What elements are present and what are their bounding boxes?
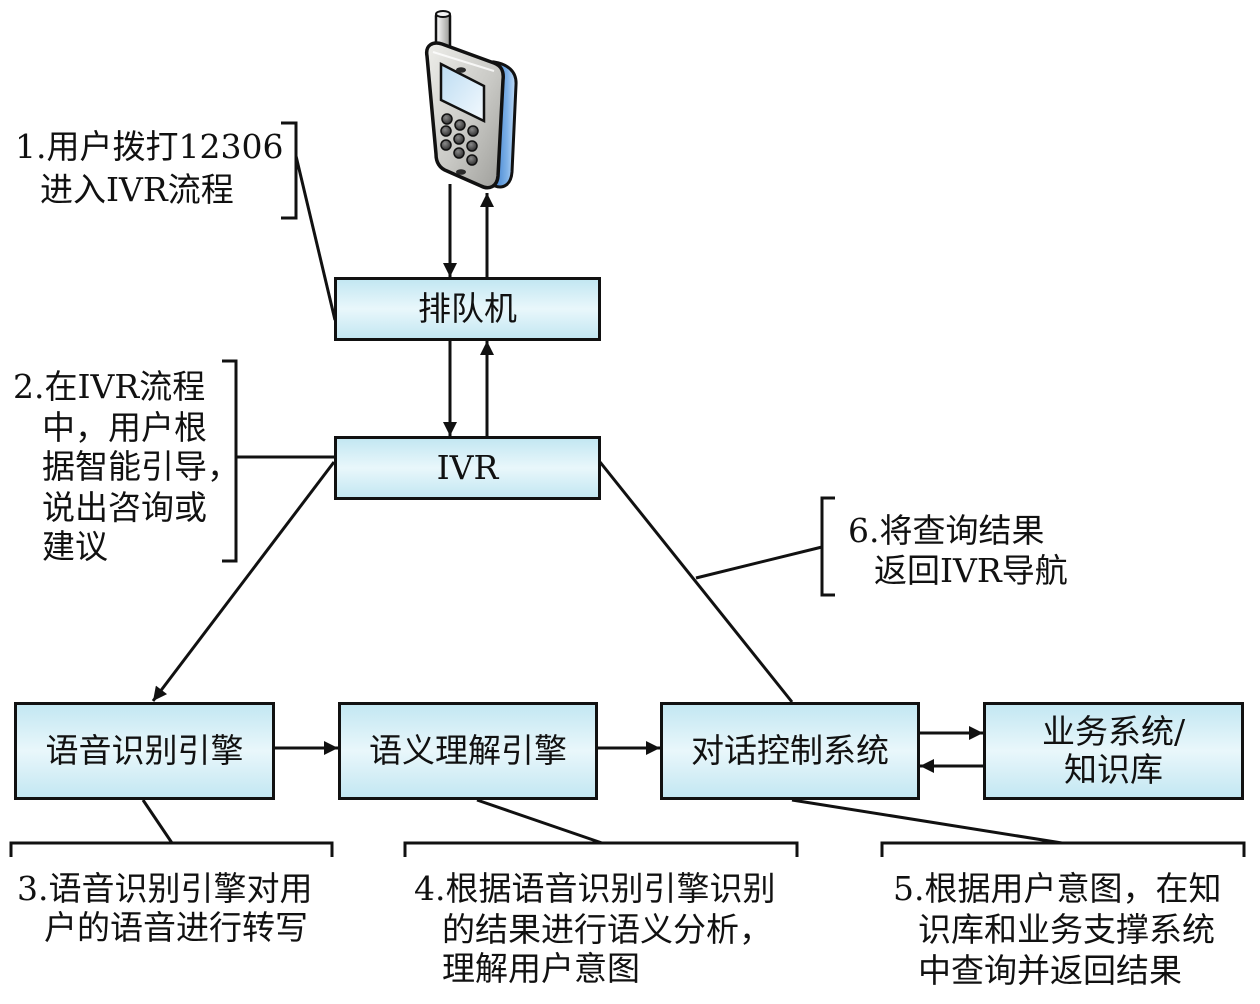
nlu-engine-label: 语义理解引擎 — [369, 731, 567, 770]
annotation-step3-line: 3.语音识别引擎对用 — [17, 869, 313, 908]
phone-highlight — [432, 51, 495, 72]
annotation-step1-line: 1.用户拨打12306 — [15, 127, 284, 166]
annotation-step5-line: 识库和业务支撑系统 — [918, 910, 1215, 949]
bracket-step3 — [9, 841, 334, 857]
annotation-step2-line: 2.在IVR流程 — [13, 367, 206, 406]
business-kb-label-line1: 业务系统/ — [1041, 712, 1186, 751]
annotation-step4-line: 理解用户意图 — [442, 949, 640, 988]
asr-engine-label: 语音识别引擎 — [45, 731, 244, 770]
bracket-step2 — [222, 359, 238, 563]
phone-antenna-cap — [435, 10, 451, 18]
phone-mic — [456, 169, 466, 175]
ivr-label: IVR — [436, 448, 499, 487]
bracket-step5 — [880, 841, 1246, 857]
bracket-step4 — [403, 841, 799, 857]
annotation-step2-line: 说出咨询或 — [42, 488, 207, 527]
annotation-step5-line: 中查询并返回结果 — [918, 951, 1182, 990]
annotation-step1-line: 进入IVR流程 — [40, 170, 234, 209]
leader-step1 — [294, 155, 337, 321]
business-kb-label-line2: 知识库 — [1064, 750, 1163, 789]
dialog-control-box: 对话控制系统 — [660, 702, 920, 800]
annotation-step5-line: 5.根据用户意图，在知 — [893, 869, 1222, 908]
dialog-control-label: 对话控制系统 — [691, 731, 889, 770]
queue-machine-label: 排队机 — [418, 289, 517, 328]
annotation-step3-line: 户的语音进行转写 — [44, 908, 308, 947]
annotation-step2-line: 建议 — [42, 527, 108, 566]
phone-front-face — [424, 41, 505, 190]
phone-screen — [439, 61, 486, 124]
mobile-phone-icon — [424, 10, 518, 190]
leader-step3 — [141, 799, 174, 844]
bracket-step6 — [820, 496, 835, 597]
annotation-step2-line: 据智能引导， — [42, 447, 240, 486]
phone-key — [440, 139, 452, 151]
phone-key — [453, 133, 465, 145]
phone-key — [466, 140, 478, 152]
ivr-return-line — [598, 461, 794, 703]
leader-step5 — [791, 798, 1063, 845]
annotation-step4-line: 4.根据语音识别引擎识别 — [414, 869, 776, 908]
asr-engine-box: 语音识别引擎 — [14, 702, 275, 800]
phone-speaker — [456, 67, 466, 73]
annotation-step2-line: 中，用户根 — [42, 408, 207, 447]
phone-key — [440, 125, 452, 137]
arrow-ivr-to-asr — [151, 461, 336, 702]
phone-key — [467, 125, 479, 137]
annotation-step6-line: 返回IVR导航 — [874, 551, 1068, 590]
phone-key — [441, 113, 453, 125]
phone-key — [466, 154, 478, 166]
annotation-step6-line: 6.将查询结果 — [848, 511, 1045, 550]
nlu-engine-box: 语义理解引擎 — [338, 702, 598, 800]
phone-key — [454, 119, 466, 131]
queue-machine-box: 排队机 — [334, 277, 601, 341]
bracket-step1 — [281, 121, 298, 220]
leader-step4 — [476, 798, 603, 845]
phone-key — [453, 147, 465, 159]
leader-step6 — [695, 545, 823, 580]
business-kb-box: 业务系统/ 知识库 — [983, 702, 1244, 800]
ivr-box: IVR — [334, 436, 601, 500]
annotation-step4-line: 的结果进行语义分析， — [442, 910, 772, 949]
phone-keypad — [440, 113, 479, 166]
